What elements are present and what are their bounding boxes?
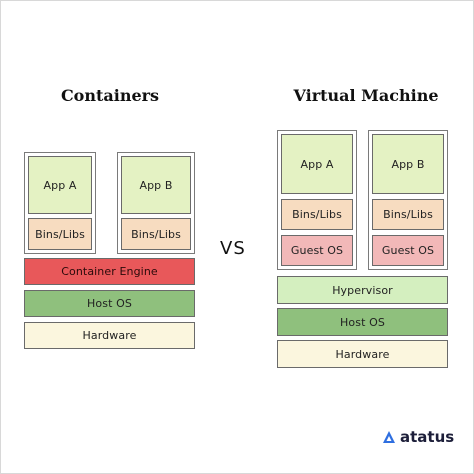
container-bins-libs-b: Bins/Libs [121, 218, 191, 250]
vm-app-a-group [277, 130, 357, 270]
vm-guest-os-a: Guest OS [281, 235, 353, 266]
atatus-logo-text: atatus [400, 428, 455, 446]
vm-hardware-layer: Hardware [277, 340, 448, 368]
container-host-os-layer: Host OS [24, 290, 195, 317]
vm-app-a: App A [281, 134, 353, 194]
vm-bins-libs-b: Bins/Libs [372, 199, 444, 230]
vm-title: Virtual Machine [293, 86, 439, 105]
vm-guest-os-b: Guest OS [372, 235, 444, 266]
vm-bins-libs-a: Bins/Libs [281, 199, 353, 230]
containers-title: Containers [60, 86, 160, 105]
container-app-a: App A [28, 156, 92, 214]
container-engine-layer: Container Engine [24, 258, 195, 285]
container-hardware-layer: Hardware [24, 322, 195, 349]
vs-label: VS [220, 238, 246, 259]
atatus-logo: atatus [382, 428, 454, 446]
container-bins-libs-a: Bins/Libs [28, 218, 92, 250]
vm-app-b: App B [372, 134, 444, 194]
atatus-logo-icon [383, 431, 395, 443]
container-app-a-group [24, 152, 96, 254]
vm-host-os-layer: Host OS [277, 308, 448, 336]
vm-app-b-group [368, 130, 448, 270]
container-app-b: App B [121, 156, 191, 214]
vm-hypervisor-layer: Hypervisor [277, 276, 448, 304]
container-app-b-group [117, 152, 195, 254]
